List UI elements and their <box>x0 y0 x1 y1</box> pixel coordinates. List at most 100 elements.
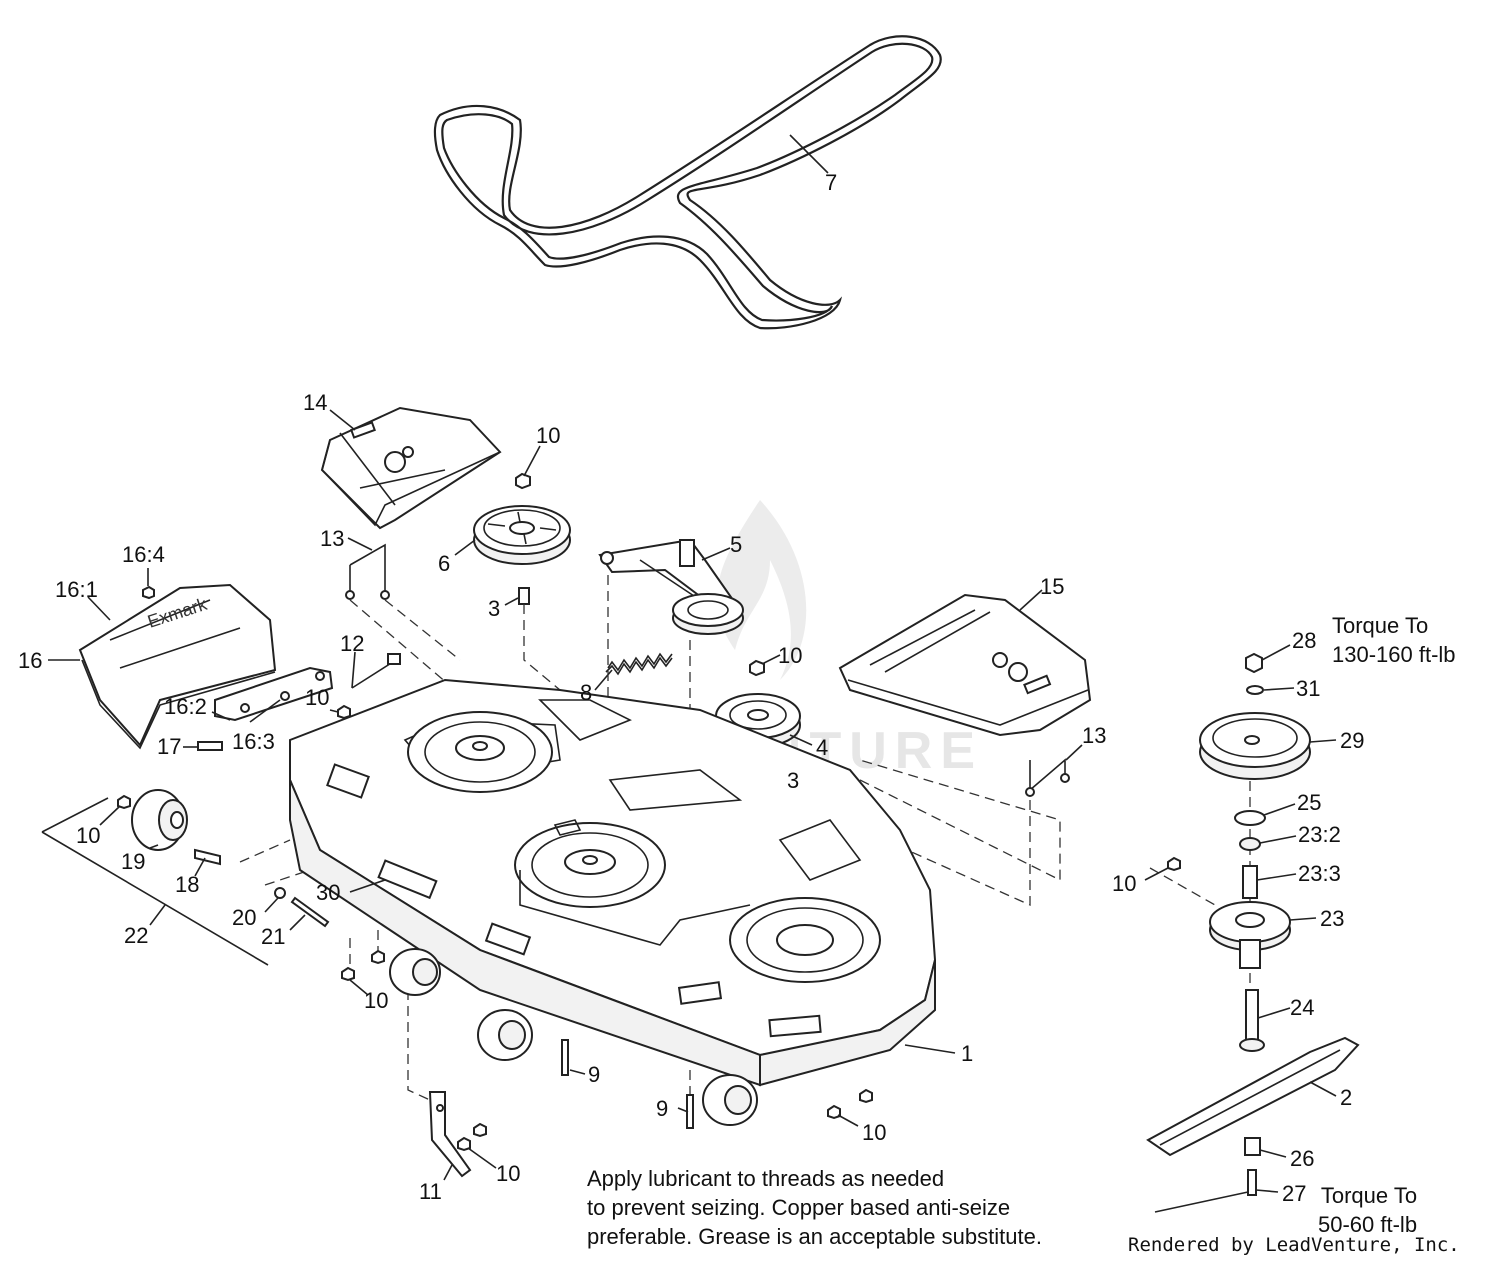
leader-28 <box>1261 644 1291 661</box>
belt-part-7 <box>433 35 942 330</box>
washer-part-26 <box>1244 1137 1261 1156</box>
leader-27a <box>1154 1191 1249 1213</box>
group-bracket-22 <box>41 797 269 966</box>
callout-23: 23 <box>1320 906 1344 931</box>
leader-15 <box>1019 589 1043 611</box>
bolt-part-21 <box>290 896 330 928</box>
callout-29: 29 <box>1340 728 1364 753</box>
callout-10: 10 <box>496 1161 520 1186</box>
idler-arm-part-5 <box>598 538 744 635</box>
leader-233 <box>1256 873 1297 881</box>
callout-10: 10 <box>1112 871 1136 896</box>
callout-16-2: 16:2 <box>164 694 207 719</box>
leader-4 <box>789 734 813 746</box>
leader-10c <box>761 654 781 665</box>
bolt-part-27 <box>1247 1169 1257 1196</box>
callout-16-1: 16:1 <box>55 577 98 602</box>
callout-labels: 7 14 10 13 6 5 16:4 16:1 16 3 15 12 10 8… <box>18 170 1364 1206</box>
nut-part-10-spindle <box>1167 856 1181 872</box>
leader-9a <box>569 1069 586 1075</box>
bracket-part-16-2 <box>214 666 334 722</box>
leader-22 <box>149 904 166 926</box>
callout-22: 22 <box>124 923 148 948</box>
torque-note-bottom: Torque To 50-60 ft-lb <box>1318 1181 1417 1239</box>
leader-13b <box>1065 744 1083 761</box>
torque-top-line1: Torque To <box>1332 613 1429 638</box>
leader-11 <box>443 1164 453 1181</box>
leader-18 <box>194 857 206 877</box>
callout-5: 5 <box>730 532 742 557</box>
pin-part-17 <box>197 741 223 751</box>
nut-part-10-idler <box>749 659 765 677</box>
nut-part-10-top <box>515 472 531 490</box>
callout-11: 11 <box>419 1179 442 1204</box>
leader-10b <box>329 709 339 713</box>
bearing-part-23-2 <box>1239 837 1261 851</box>
callout-10: 10 <box>305 685 329 710</box>
bolt-part-13-left <box>345 543 390 600</box>
nut-part-10-baffle-a <box>473 1122 487 1138</box>
callout-10: 10 <box>76 823 100 848</box>
callout-13: 13 <box>320 526 344 551</box>
leader-1 <box>904 1044 956 1054</box>
callout-3: 3 <box>488 596 500 621</box>
callout-13: 13 <box>1082 723 1106 748</box>
spindle-housing-part-23 <box>1209 901 1291 969</box>
bolt-part-9-b <box>686 1094 694 1129</box>
callout-8: 8 <box>580 680 592 705</box>
callout-25: 25 <box>1297 790 1321 815</box>
callout-6: 6 <box>438 551 450 576</box>
wheel-part-19 <box>131 789 188 851</box>
callout-10: 10 <box>364 988 388 1013</box>
leader-6 <box>454 539 476 556</box>
callout-19: 19 <box>121 849 145 874</box>
leader-30 <box>349 879 386 893</box>
nut-part-28 <box>1245 652 1263 674</box>
callout-16-4: 16:4 <box>122 542 165 567</box>
spindle-shaft-part-24 <box>1239 989 1265 1052</box>
leader-20 <box>264 897 279 913</box>
washer-part-25 <box>1234 810 1266 826</box>
callout-9: 9 <box>656 1096 668 1121</box>
leader-25 <box>1263 803 1296 816</box>
callout-14: 14 <box>303 390 327 415</box>
nut-part-16-4 <box>142 585 155 600</box>
callout-26: 26 <box>1290 1146 1314 1171</box>
mower-deck-part-1 <box>289 678 937 1087</box>
nut-part-10-deck-a <box>827 1104 841 1120</box>
callout-12: 12 <box>340 631 364 656</box>
washer-part-20 <box>274 887 286 899</box>
callout-21: 21 <box>261 924 285 949</box>
anti-scalp-wheels <box>389 948 758 1126</box>
nut-part-10-bracket <box>337 704 351 720</box>
callout-31: 31 <box>1296 676 1320 701</box>
spacer-part-23-3 <box>1242 865 1258 899</box>
belt-cover-part-14 <box>320 406 502 530</box>
callout-30: 30 <box>316 880 340 905</box>
callout-4: 4 <box>816 735 828 760</box>
nut-part-10-wheel <box>117 794 131 810</box>
spring-part-8 <box>605 652 673 676</box>
lubricant-note-line1: Apply lubricant to threads as needed <box>587 1166 945 1191</box>
callout-2: 2 <box>1340 1085 1352 1110</box>
leader-21 <box>289 914 306 931</box>
lubricant-note-line2: to prevent seizing. Copper based anti-se… <box>587 1195 1011 1220</box>
leader-2 <box>1309 1081 1337 1097</box>
callout-23-2: 23:2 <box>1298 822 1341 847</box>
leader-12 <box>351 651 356 689</box>
torque-top-line2: 130-160 ft-lb <box>1332 642 1456 667</box>
nut-part-10-lower-a <box>341 966 355 982</box>
callout-17: 17 <box>157 734 181 759</box>
callout-3: 3 <box>787 768 799 793</box>
nut-part-10-lower-b <box>371 949 385 965</box>
callout-20: 20 <box>232 905 256 930</box>
washer-part-31 <box>1246 685 1264 695</box>
leader-10d <box>99 805 121 826</box>
callout-15: 15 <box>1040 574 1064 599</box>
callout-23-3: 23:3 <box>1298 861 1341 886</box>
front-cover-part-16: Exmark <box>78 583 277 750</box>
bolt-part-12 <box>351 653 401 689</box>
bolt-part-13-right <box>1025 758 1070 797</box>
leader-10a <box>523 445 541 477</box>
